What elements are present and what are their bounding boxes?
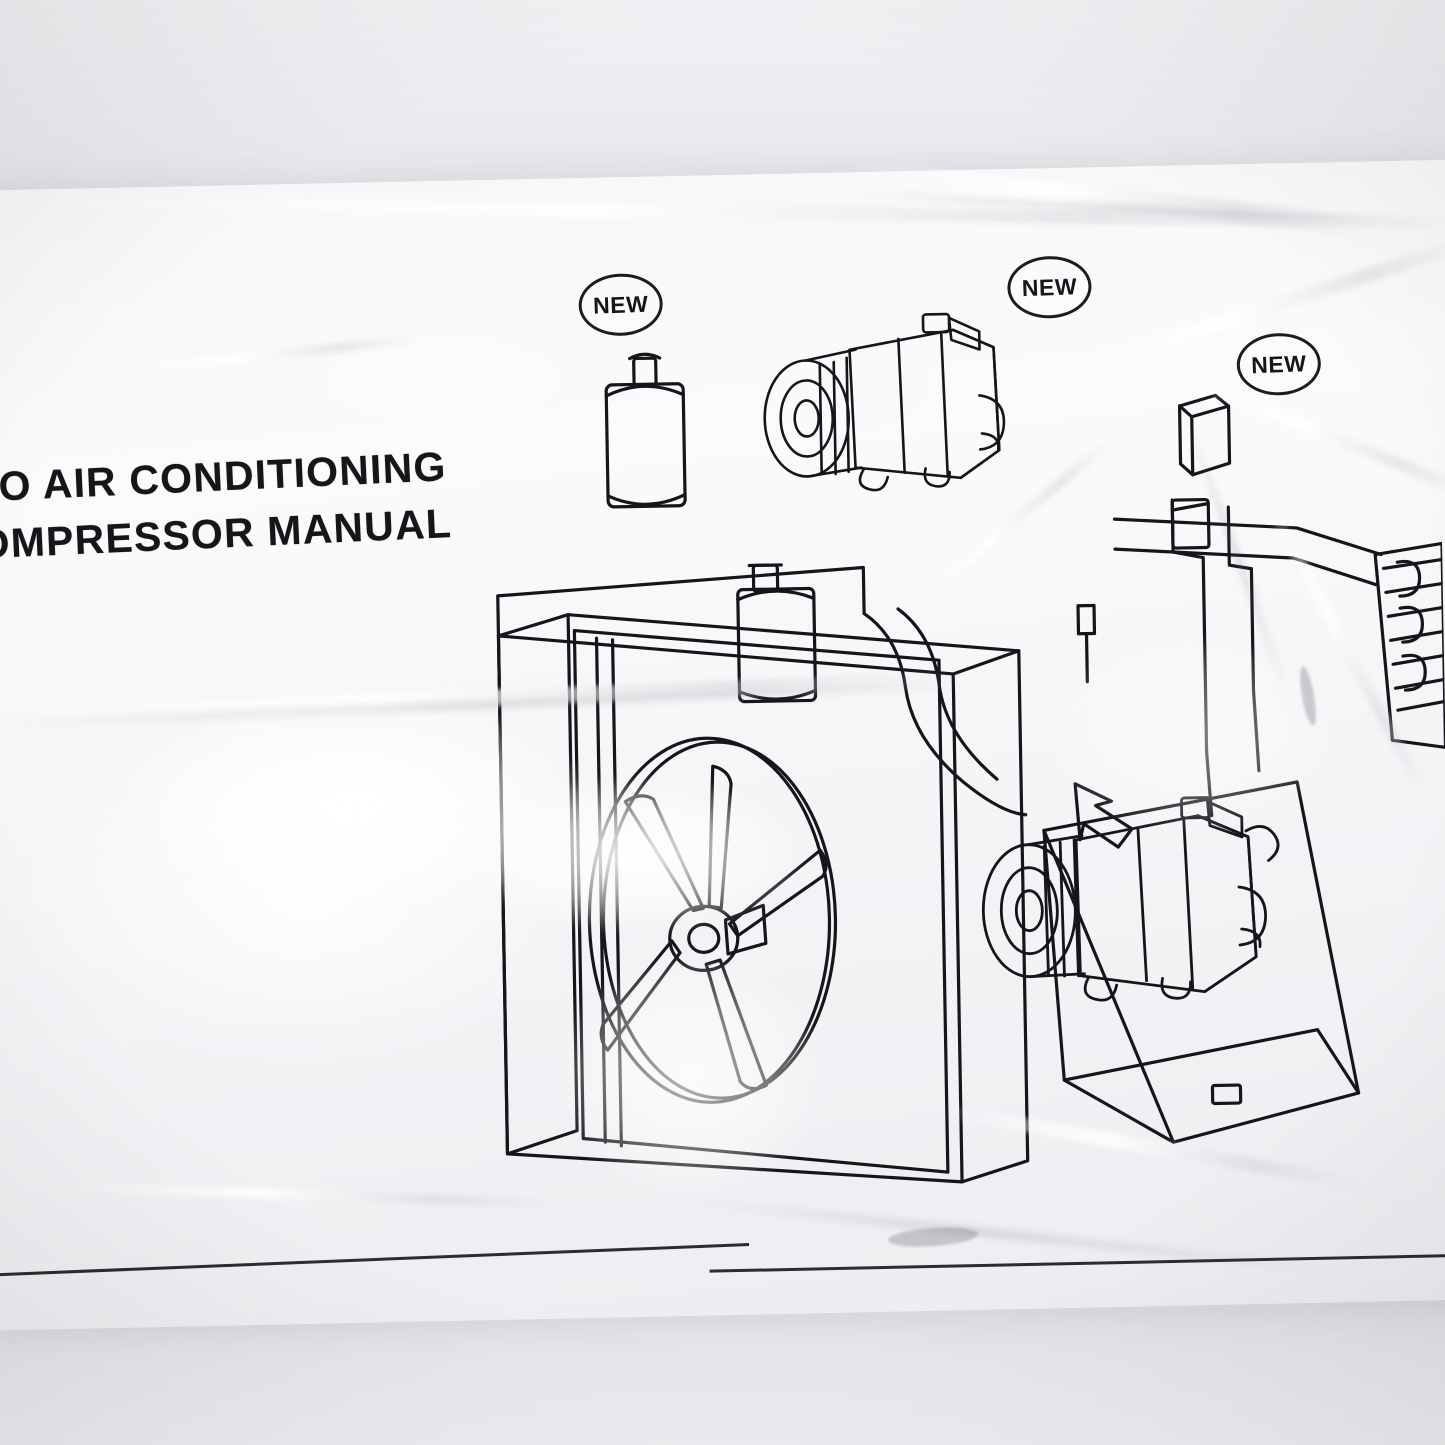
expansion-valve-block-art <box>1177 393 1232 477</box>
condenser-fan-assembly-art <box>496 613 1030 1184</box>
ac-compressor-top-art <box>763 312 1006 492</box>
ac-compressor-installed-art <box>981 796 1280 1002</box>
evaporator-core-art <box>1373 541 1445 749</box>
receiver-drier-canister-art <box>604 352 687 509</box>
